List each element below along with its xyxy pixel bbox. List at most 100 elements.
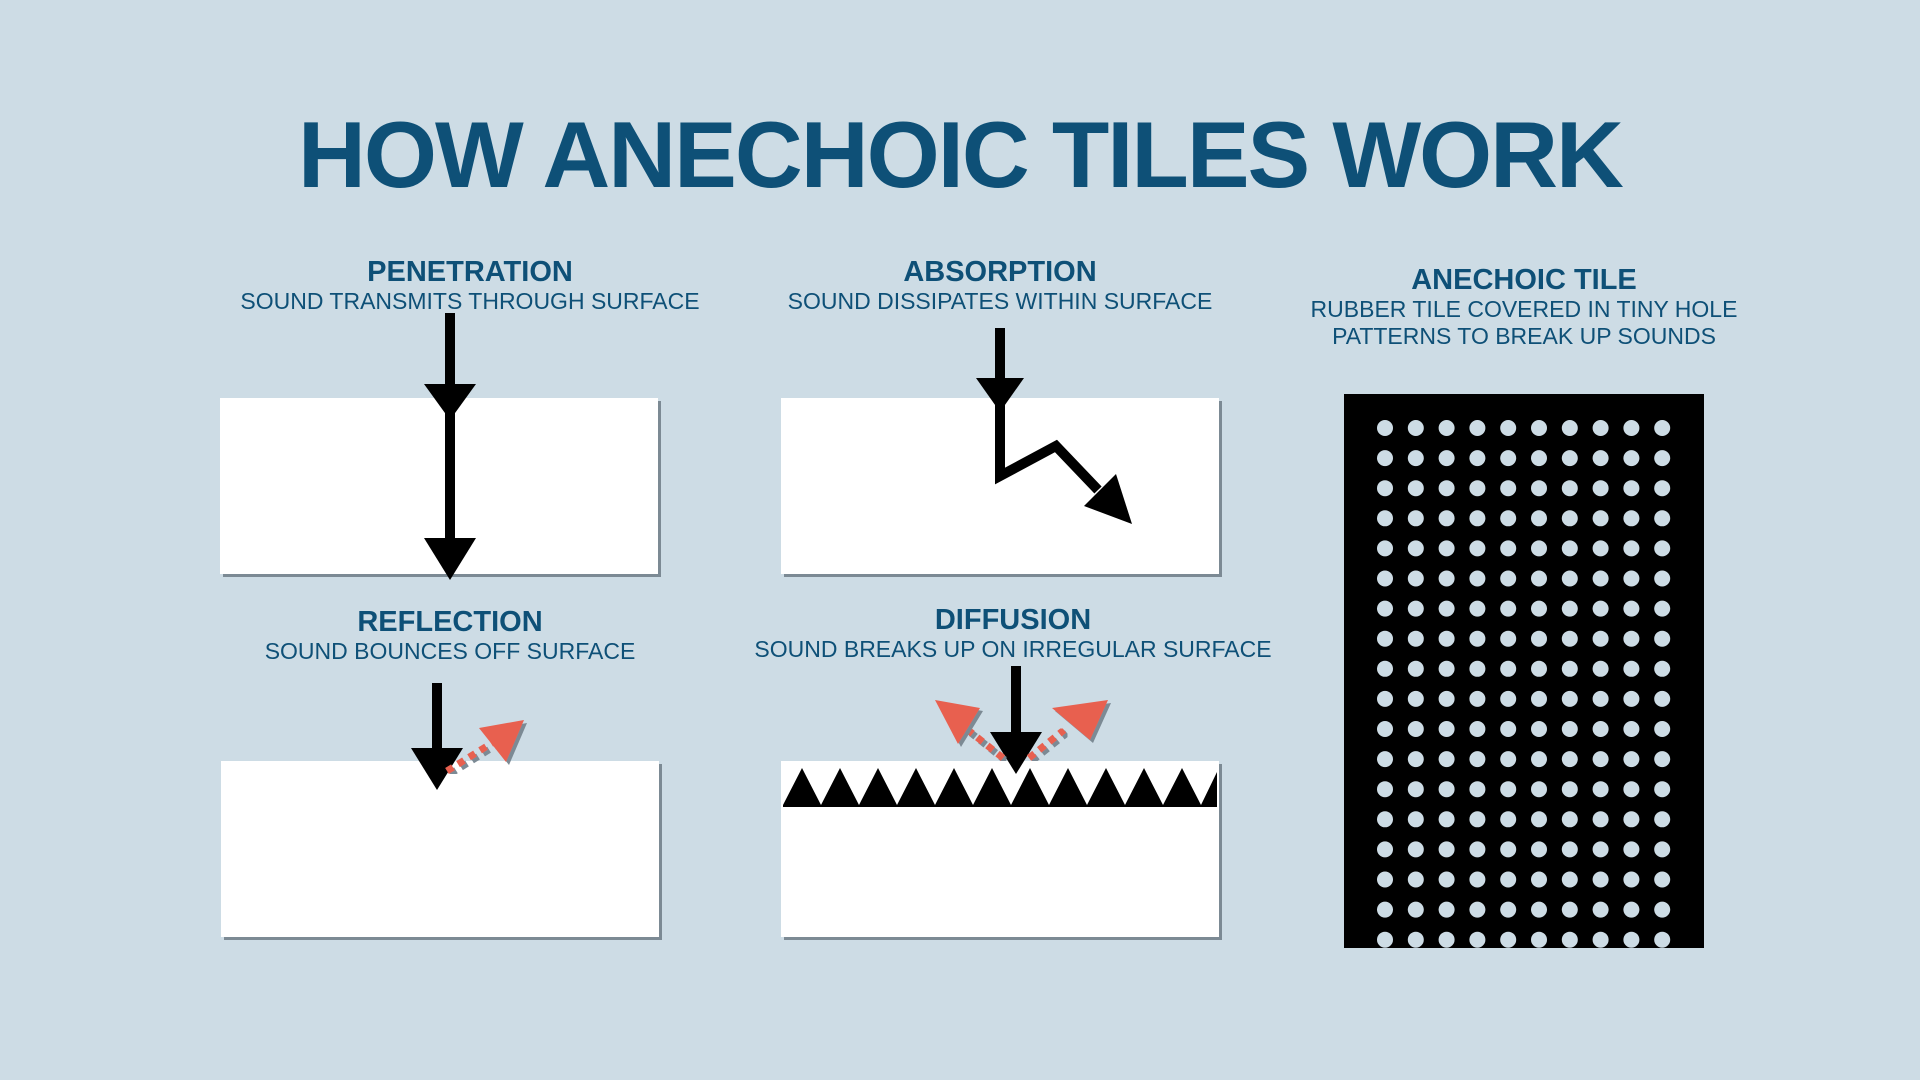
tile-hole (1469, 781, 1486, 798)
diffusion-heading: DIFFUSION (934, 604, 1092, 636)
anechoic-tile-description-line-2: PATTERNS TO BREAK UP SOUNDS (1332, 323, 1716, 349)
tile-hole (1469, 450, 1486, 467)
tile-hole (1561, 480, 1578, 497)
tile-hole (1469, 931, 1486, 948)
absorption-diagram (781, 328, 1219, 574)
tile-hole (1654, 510, 1671, 527)
tile-hole (1469, 901, 1486, 918)
tile-hole (1438, 781, 1455, 798)
tile-hole (1623, 781, 1640, 798)
tile-hole (1623, 901, 1640, 918)
tile-hole (1531, 931, 1547, 948)
penetration-heading: PENETRATION (367, 256, 573, 288)
tile-hole (1438, 480, 1455, 497)
tile-hole (1623, 600, 1640, 617)
tile-hole (1561, 420, 1578, 436)
tile-hole (1469, 721, 1486, 737)
tile-hole (1377, 751, 1393, 768)
tile-hole (1592, 841, 1609, 858)
tile-hole (1469, 841, 1486, 858)
tile-hole (1531, 781, 1547, 798)
tile-hole (1500, 600, 1517, 617)
tile-hole (1561, 811, 1578, 828)
tile-hole (1407, 901, 1424, 918)
tile-hole (1407, 450, 1424, 467)
tile-hole (1438, 901, 1455, 918)
absorption-arrow-mid-head (976, 378, 1024, 412)
tile-hole (1469, 420, 1486, 436)
penetration-diagram (220, 313, 658, 580)
tile-hole (1561, 690, 1578, 707)
tile-hole (1623, 630, 1640, 647)
tile-hole (1438, 841, 1455, 858)
tile-hole (1561, 901, 1578, 918)
tile-hole (1500, 841, 1517, 858)
tile-hole (1407, 781, 1424, 798)
tile-hole (1531, 660, 1547, 677)
tile-hole (1500, 901, 1517, 918)
penetration-arrow-head (424, 538, 476, 580)
tile-hole (1592, 540, 1609, 557)
tile-hole (1377, 781, 1393, 798)
tile-hole (1407, 871, 1424, 888)
tile-hole (1531, 540, 1547, 557)
reflection-surface (221, 761, 659, 937)
tile-hole (1592, 600, 1609, 617)
diffused-arrow-left-head (935, 700, 980, 744)
tile-hole (1623, 721, 1640, 737)
tile-hole (1438, 630, 1455, 647)
tile-hole (1592, 630, 1609, 647)
tile-hole (1438, 600, 1455, 617)
tile-hole (1623, 420, 1640, 436)
tile-hole (1500, 811, 1517, 828)
tile-hole (1561, 841, 1578, 858)
tile-hole (1623, 841, 1640, 858)
tile-hole (1561, 721, 1578, 737)
tile-hole (1407, 630, 1424, 647)
tile-hole (1592, 690, 1609, 707)
diffusion-description: SOUND BREAKS UP ON IRREGULAR SURFACE (754, 636, 1272, 662)
tile-hole (1561, 600, 1578, 617)
diffusion-caption: DIFFUSION SOUND BREAKS UP ON IRREGULAR S… (663, 604, 1363, 663)
tile-hole (1623, 690, 1640, 707)
tile-hole (1438, 540, 1455, 557)
tile-hole (1654, 630, 1671, 647)
tile-hole (1561, 751, 1578, 768)
tile-hole (1531, 480, 1547, 497)
tile-hole (1469, 871, 1486, 888)
tile-hole (1377, 841, 1393, 858)
tile-hole (1377, 690, 1393, 707)
tile-hole (1500, 660, 1517, 677)
tile-hole (1438, 871, 1455, 888)
tile-hole (1623, 811, 1640, 828)
anechoic-tile-description-line-1: RUBBER TILE COVERED IN TINY HOLE (1310, 296, 1738, 322)
tile-hole (1407, 751, 1424, 768)
tile-hole (1561, 450, 1578, 467)
tile-hole (1377, 450, 1393, 467)
tile-hole (1561, 660, 1578, 677)
tile-hole (1500, 450, 1517, 467)
anechoic-tile-diagram (1344, 394, 1704, 948)
tile-hole (1469, 690, 1486, 707)
tile-hole (1561, 781, 1578, 798)
absorption-arrow-head (1084, 474, 1132, 524)
tile-hole (1407, 540, 1424, 557)
tile-hole (1561, 871, 1578, 888)
tile-hole (1623, 480, 1640, 497)
tile-hole (1377, 721, 1393, 737)
tile-hole (1438, 931, 1455, 948)
tile-hole (1592, 570, 1609, 587)
tile-hole (1654, 690, 1671, 707)
tile-hole (1500, 690, 1517, 707)
tile-hole (1654, 540, 1671, 557)
reflection-description: SOUND BOUNCES OFF SURFACE (264, 638, 636, 664)
tile-hole (1500, 871, 1517, 888)
tile-hole (1407, 841, 1424, 858)
absorption-caption: ABSORPTION SOUND DISSIPATES WITHIN SURFA… (700, 256, 1300, 315)
penetration-caption: PENETRATION SOUND TRANSMITS THROUGH SURF… (170, 256, 770, 315)
tile-hole (1469, 480, 1486, 497)
reflection-arrow-head (411, 748, 463, 790)
tile-hole (1500, 510, 1517, 527)
tile-hole (1377, 901, 1393, 918)
